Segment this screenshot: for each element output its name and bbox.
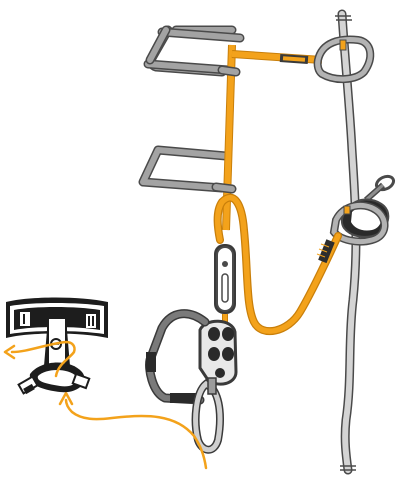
bolt-anchor (334, 174, 396, 242)
energy-absorber (214, 244, 236, 326)
top-horizontal-strap (232, 54, 322, 64)
lower-rung (143, 150, 226, 188)
flow-arrow-lower (60, 393, 206, 468)
handle-carabiner (146, 314, 205, 403)
harness (6, 298, 108, 395)
descender-device (200, 321, 236, 384)
lower-carabiner (196, 378, 220, 450)
upper-rung (148, 30, 240, 72)
